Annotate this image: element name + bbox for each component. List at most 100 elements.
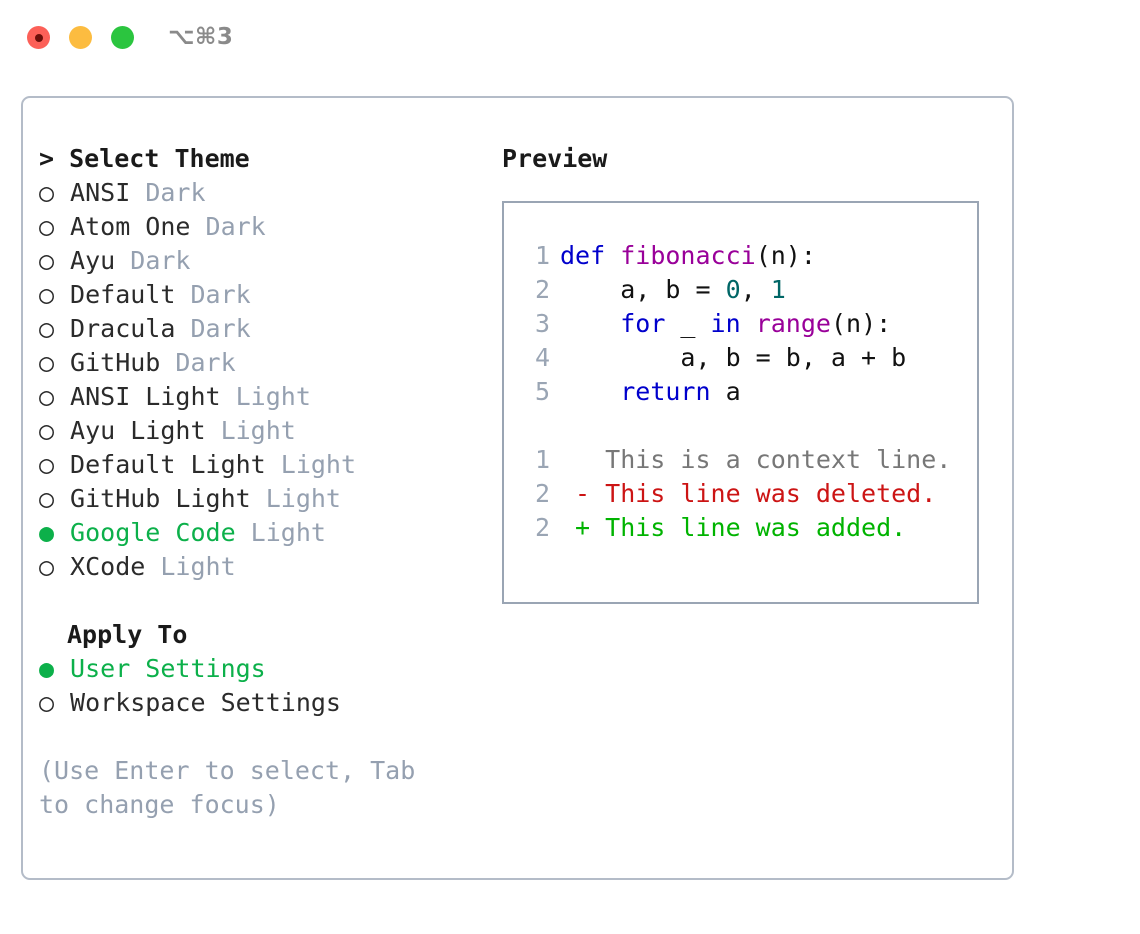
theme-name: Atom One bbox=[55, 212, 206, 241]
radio-selected-icon: ● bbox=[39, 654, 55, 683]
apply-to-label: Workspace Settings bbox=[55, 688, 341, 717]
theme-variant-label: Dark bbox=[130, 246, 191, 275]
line-number: 1 bbox=[534, 445, 550, 474]
title-bar: ⌥⌘3 bbox=[0, 0, 1140, 78]
radio-unselected-icon: ○ bbox=[39, 348, 55, 377]
theme-list-item[interactable]: ○ Ayu Light Light bbox=[39, 414, 479, 448]
theme-variant-label: Light bbox=[235, 382, 311, 411]
code-token: a, b = b, a + b bbox=[560, 343, 907, 372]
preview-spacer bbox=[504, 409, 977, 443]
line-number: 2 bbox=[534, 513, 550, 542]
traffic-light-controls bbox=[27, 26, 134, 49]
code-line: 5 return a bbox=[504, 375, 977, 409]
theme-variant-label: Dark bbox=[145, 178, 206, 207]
theme-name: Default bbox=[55, 280, 191, 309]
theme-picker-title: > Select Theme bbox=[39, 144, 250, 173]
keyboard-hint-text: (Use Enter to select, Tab to change focu… bbox=[39, 756, 431, 819]
apply-to-option[interactable]: ○ Workspace Settings bbox=[39, 686, 479, 720]
code-line: 3 for _ in range(n): bbox=[504, 307, 977, 341]
line-number: 3 bbox=[534, 309, 550, 338]
code-token: , bbox=[740, 275, 771, 304]
code-token bbox=[741, 309, 756, 338]
line-number: 2 bbox=[534, 479, 550, 508]
code-token: 1 bbox=[770, 275, 786, 304]
theme-list-item[interactable]: ○ Default Dark bbox=[39, 278, 479, 312]
close-button[interactable] bbox=[27, 26, 50, 49]
code-token: 0 bbox=[725, 275, 741, 304]
code-token: return bbox=[620, 377, 711, 406]
diff-line: 1 This is a context line. bbox=[504, 443, 977, 477]
code-token: (n): bbox=[830, 309, 892, 338]
keyboard-shortcut-label: ⌥⌘3 bbox=[168, 24, 234, 50]
radio-unselected-icon: ○ bbox=[39, 416, 55, 445]
theme-name: GitHub bbox=[55, 348, 176, 377]
apply-to-options[interactable]: ● User Settings○ Workspace Settings bbox=[39, 652, 479, 720]
code-line: 1 def fibonacci(n): bbox=[504, 239, 977, 273]
line-number: 1 bbox=[534, 241, 550, 270]
radio-unselected-icon: ○ bbox=[39, 246, 55, 275]
theme-list-item[interactable]: ○ XCode Light bbox=[39, 550, 479, 584]
theme-name: Google Code bbox=[55, 518, 251, 547]
radio-unselected-icon: ○ bbox=[39, 688, 55, 717]
code-token: (n): bbox=[755, 241, 816, 270]
theme-list-item[interactable]: ○ ANSI Dark bbox=[39, 176, 479, 210]
apply-to-option[interactable]: ● User Settings bbox=[39, 652, 479, 686]
theme-variant-label: Dark bbox=[190, 280, 251, 309]
theme-list-item[interactable]: ○ GitHub Dark bbox=[39, 346, 479, 380]
theme-list[interactable]: ○ ANSI Dark○ Atom One Dark○ Ayu Dark○ De… bbox=[39, 176, 479, 584]
code-token: in bbox=[710, 309, 741, 338]
theme-name: Default Light bbox=[55, 450, 281, 479]
code-token: def bbox=[560, 241, 621, 270]
theme-name: ANSI bbox=[55, 178, 146, 207]
theme-list-item[interactable]: ○ Atom One Dark bbox=[39, 210, 479, 244]
radio-unselected-icon: ○ bbox=[39, 552, 55, 581]
code-token: _ bbox=[665, 309, 711, 338]
code-token: a bbox=[710, 377, 741, 406]
diff-sample: 1 This is a context line.2 - This line w… bbox=[504, 443, 977, 545]
theme-variant-label: Dark bbox=[190, 314, 251, 343]
radio-unselected-icon: ○ bbox=[39, 280, 55, 309]
code-token bbox=[560, 377, 620, 406]
theme-list-item[interactable]: ● Google Code Light bbox=[39, 516, 479, 550]
diff-line: 2 - This line was deleted. bbox=[504, 477, 977, 511]
theme-name: GitHub Light bbox=[55, 484, 266, 513]
theme-variant-label: Light bbox=[280, 450, 357, 479]
radio-unselected-icon: ○ bbox=[39, 178, 55, 207]
theme-variant-label: Light bbox=[265, 484, 341, 513]
line-number: 2 bbox=[534, 275, 550, 304]
apply-to-title: Apply To bbox=[67, 620, 188, 649]
theme-list-item[interactable]: ○ ANSI Light Light bbox=[39, 380, 479, 414]
theme-list-item[interactable]: ○ Default Light Light bbox=[39, 448, 479, 482]
theme-name: Dracula bbox=[55, 314, 191, 343]
theme-list-item[interactable]: ○ Dracula Dark bbox=[39, 312, 479, 346]
theme-variant-label: Light bbox=[250, 518, 326, 547]
line-number: 4 bbox=[534, 343, 550, 372]
theme-list-item[interactable]: ○ Ayu Dark bbox=[39, 244, 479, 278]
theme-name: XCode bbox=[55, 552, 161, 581]
radio-unselected-icon: ○ bbox=[39, 484, 55, 513]
code-token: range bbox=[755, 309, 831, 338]
theme-list-item[interactable]: ○ GitHub Light Light bbox=[39, 482, 479, 516]
radio-unselected-icon: ○ bbox=[39, 212, 55, 241]
radio-unselected-icon: ○ bbox=[39, 450, 55, 479]
theme-variant-label: Dark bbox=[175, 348, 236, 377]
diff-line: 2 + This line was added. bbox=[504, 511, 977, 545]
radio-unselected-icon: ○ bbox=[39, 314, 55, 343]
minimize-button[interactable] bbox=[69, 26, 92, 49]
diff-text: - This line was deleted. bbox=[560, 479, 937, 508]
apply-to-panel: Apply To ● User Settings○ Workspace Sett… bbox=[39, 618, 479, 720]
theme-variant-label: Light bbox=[220, 416, 296, 445]
code-line: 2 a, b = 0, 1 bbox=[504, 273, 977, 307]
code-token: for bbox=[620, 309, 666, 338]
code-token: a, b = bbox=[560, 275, 726, 304]
line-number: 5 bbox=[534, 377, 550, 406]
radio-unselected-icon: ○ bbox=[39, 382, 55, 411]
theme-name: ANSI Light bbox=[55, 382, 236, 411]
theme-variant-label: Dark bbox=[205, 212, 266, 241]
code-token: fibonacci bbox=[620, 241, 756, 270]
maximize-button[interactable] bbox=[111, 26, 134, 49]
diff-text: This is a context line. bbox=[560, 445, 952, 474]
